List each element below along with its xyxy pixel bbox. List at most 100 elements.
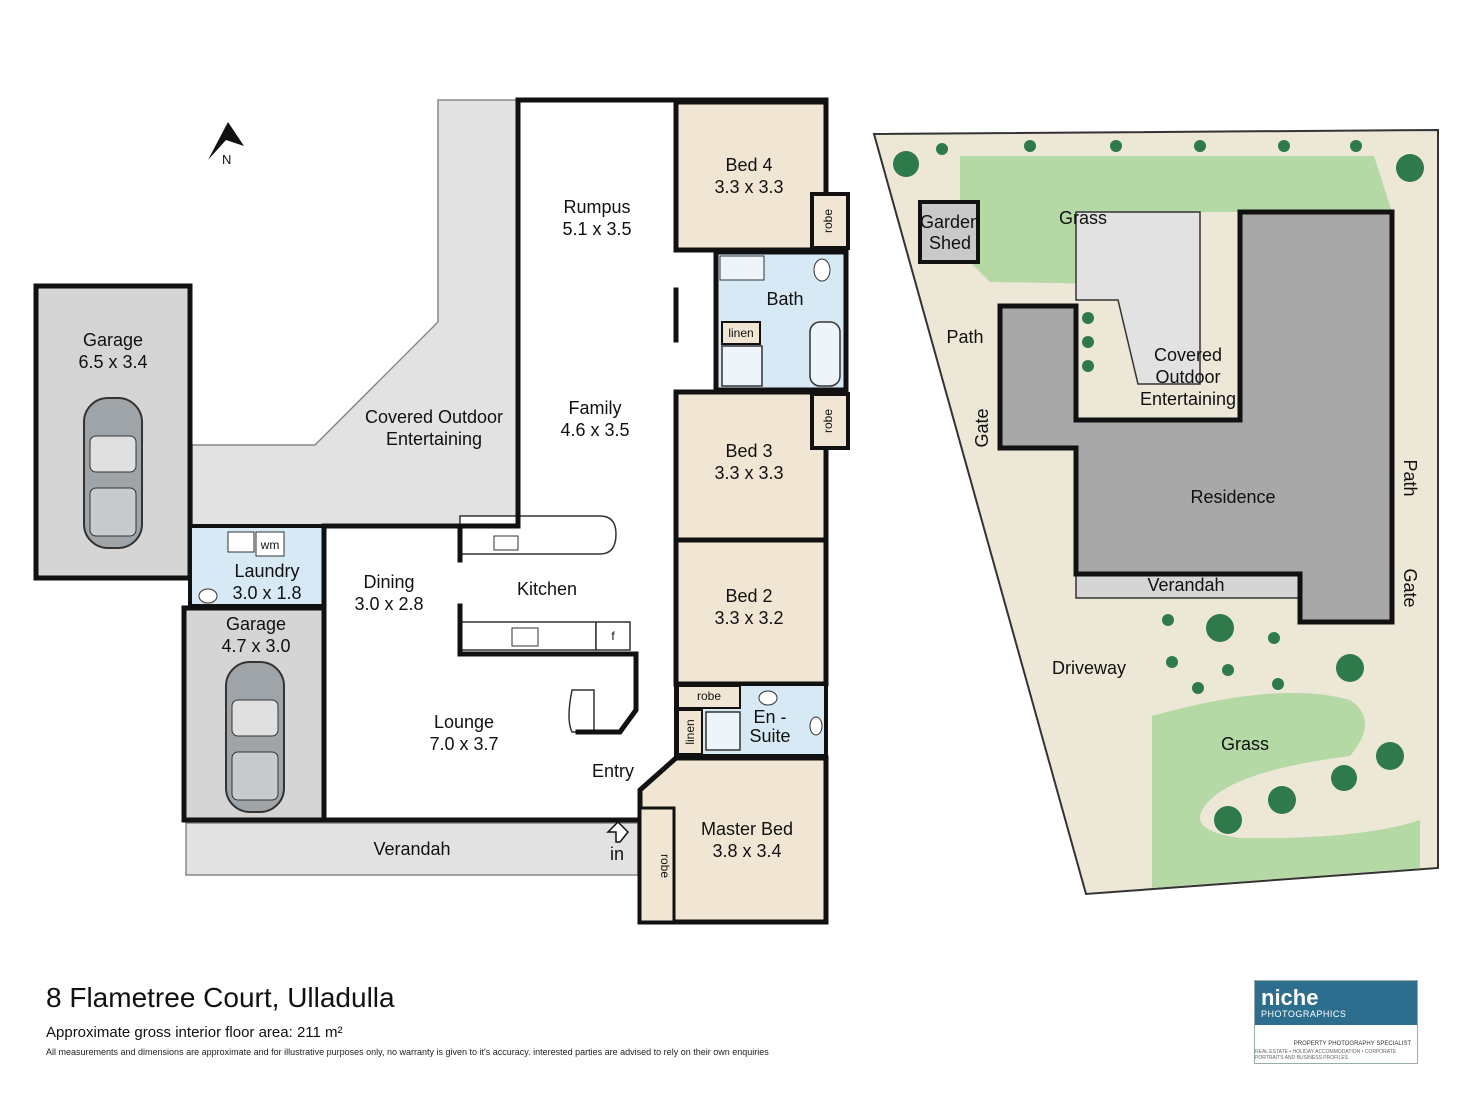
garage1-label: Garage: [83, 330, 143, 350]
ensuite-label-2: Suite: [749, 726, 790, 746]
site-verandah-label: Verandah: [1147, 575, 1224, 595]
rumpus-size: 5.1 x 3.5: [562, 219, 631, 239]
compass-north-icon: N: [208, 122, 244, 167]
dining-size: 3.0 x 2.8: [354, 594, 423, 614]
laundry-tub: [227, 531, 255, 553]
bed2-label: Bed 2: [725, 586, 772, 606]
ensuite-robe: [677, 685, 741, 709]
grass-top-label: Grass: [1059, 208, 1107, 228]
logo-sub: PHOTOGRAPHICS: [1261, 1009, 1347, 1019]
laundry-size: 3.0 x 1.8: [232, 583, 301, 603]
garage2-label: Garage: [226, 614, 286, 634]
bed2-area: [673, 537, 829, 687]
master-robe: [638, 806, 676, 924]
bed2-size: 3.3 x 3.2: [714, 608, 783, 628]
bed3-size: 3.3 x 3.3: [714, 463, 783, 483]
kitchen-return: [568, 689, 595, 733]
bath-label: Bath: [766, 289, 803, 309]
outdoor-entertaining: [1075, 211, 1201, 385]
kitchen-label: Kitchen: [517, 579, 577, 599]
grass-bottom-label: Grass: [1221, 734, 1269, 754]
floor-area-note: Approximate gross interior floor area: 2…: [46, 1024, 343, 1041]
wm-label: wm: [260, 538, 280, 552]
bath-shower: [721, 345, 763, 387]
bed3-robe: [810, 392, 850, 450]
walls: [183, 97, 829, 823]
site-covered-label-3: Entertaining: [1140, 389, 1236, 409]
ensuite-toilet: [809, 716, 823, 736]
ensuite-linen-label: linen: [683, 719, 697, 744]
covered-outdoor-label: Covered Outdoor: [365, 407, 503, 427]
bed3-label: Bed 3: [725, 441, 772, 461]
bath-linen-label: linen: [728, 326, 753, 340]
logo-brand: niche: [1261, 985, 1319, 1010]
ensuite-label: En -: [753, 707, 786, 727]
logo-band: [1255, 981, 1417, 1025]
in-label: in: [610, 844, 624, 864]
bath-vanity: [719, 255, 765, 281]
garden-shed-label-2: Shed: [929, 233, 971, 253]
bath-toilet: [813, 258, 831, 282]
car-icon: [83, 397, 143, 549]
covered-outdoor-label-2: Entertaining: [386, 429, 482, 449]
family-size: 4.6 x 3.5: [560, 420, 629, 440]
property-address: 8 Flametree Court, Ulladulla: [46, 982, 395, 1013]
entry-label: Entry: [592, 761, 634, 781]
disclaimer: All measurements and dimensions are appr…: [46, 1047, 769, 1057]
site-covered-label-2: Outdoor: [1155, 367, 1220, 387]
bath-linen: [721, 321, 761, 345]
verandah-label: Verandah: [373, 839, 450, 859]
gate-right-label: Gate: [1400, 568, 1420, 607]
path-left-label: Path: [946, 327, 983, 347]
gate-left-label: Gate: [972, 408, 992, 447]
grass-bottom: [1152, 692, 1420, 888]
fridge: [595, 621, 631, 651]
master-bed-label: Master Bed: [701, 819, 793, 839]
family-label: Family: [569, 398, 622, 418]
dining-label: Dining: [363, 572, 414, 592]
kitchen-sink: [493, 535, 519, 551]
residence-block: [997, 209, 1395, 625]
bed4-robe: [810, 192, 850, 250]
car-icon: [225, 661, 285, 813]
driveway-label: Driveway: [1052, 658, 1126, 678]
master-robe-label: robe: [658, 854, 672, 878]
master-bed-size: 3.8 x 3.4: [712, 841, 781, 861]
garden-shed-label: Garden: [920, 212, 980, 232]
logo-tagline: PROPERTY PHOTOGRAPHY SPECIALIST: [1293, 1041, 1411, 1047]
ensuite-shower: [705, 711, 741, 751]
logo-tagline-2: REAL ESTATE • HOLIDAY ACCOMMODATION • CO…: [1255, 1049, 1397, 1061]
garden-shed: [918, 200, 980, 264]
garage1-size: 6.5 x 3.4: [78, 352, 147, 372]
kitchen-island: [459, 515, 617, 555]
laundry-toilet: [198, 588, 218, 604]
path-right-label: Path: [1400, 459, 1420, 496]
cooktop: [511, 627, 539, 647]
site-covered-label: Covered: [1154, 345, 1222, 365]
ensuite-basin: [758, 690, 778, 706]
bed4-area: [673, 99, 829, 253]
ensuite-linen: [677, 709, 703, 755]
verandah-area: [185, 822, 639, 876]
rumpus-label: Rumpus: [563, 197, 630, 217]
covered-outdoor-area: [191, 99, 519, 527]
lounge-size: 7.0 x 3.7: [429, 734, 498, 754]
niche-logo: niche PHOTOGRAPHICS PROPERTY PHOTOGRAPHY…: [1254, 980, 1418, 1064]
entry-arrow-icon: [606, 820, 630, 843]
residence-label: Residence: [1190, 487, 1275, 507]
ensuite-robe-label: robe: [697, 689, 721, 703]
laundry-label: Laundry: [234, 561, 299, 581]
compass-label: N: [222, 152, 231, 167]
washing-machine: [255, 531, 285, 557]
bed4-robe-label: robe: [821, 209, 835, 233]
bed4-size: 3.3 x 3.3: [714, 177, 783, 197]
tree-icon: [893, 140, 1424, 834]
site-plan: Garden Shed Grass Path Covered Outdoor E…: [872, 128, 1439, 896]
bath-tub: [809, 321, 841, 387]
lounge-label: Lounge: [434, 712, 494, 732]
bed4-label: Bed 4: [725, 155, 772, 175]
garage2-size: 4.7 x 3.0: [221, 636, 290, 656]
floor-plan: N Garage 6.5 x 3.4 Covered Outdoor Enter…: [33, 97, 850, 925]
fridge-label: f: [611, 629, 615, 643]
